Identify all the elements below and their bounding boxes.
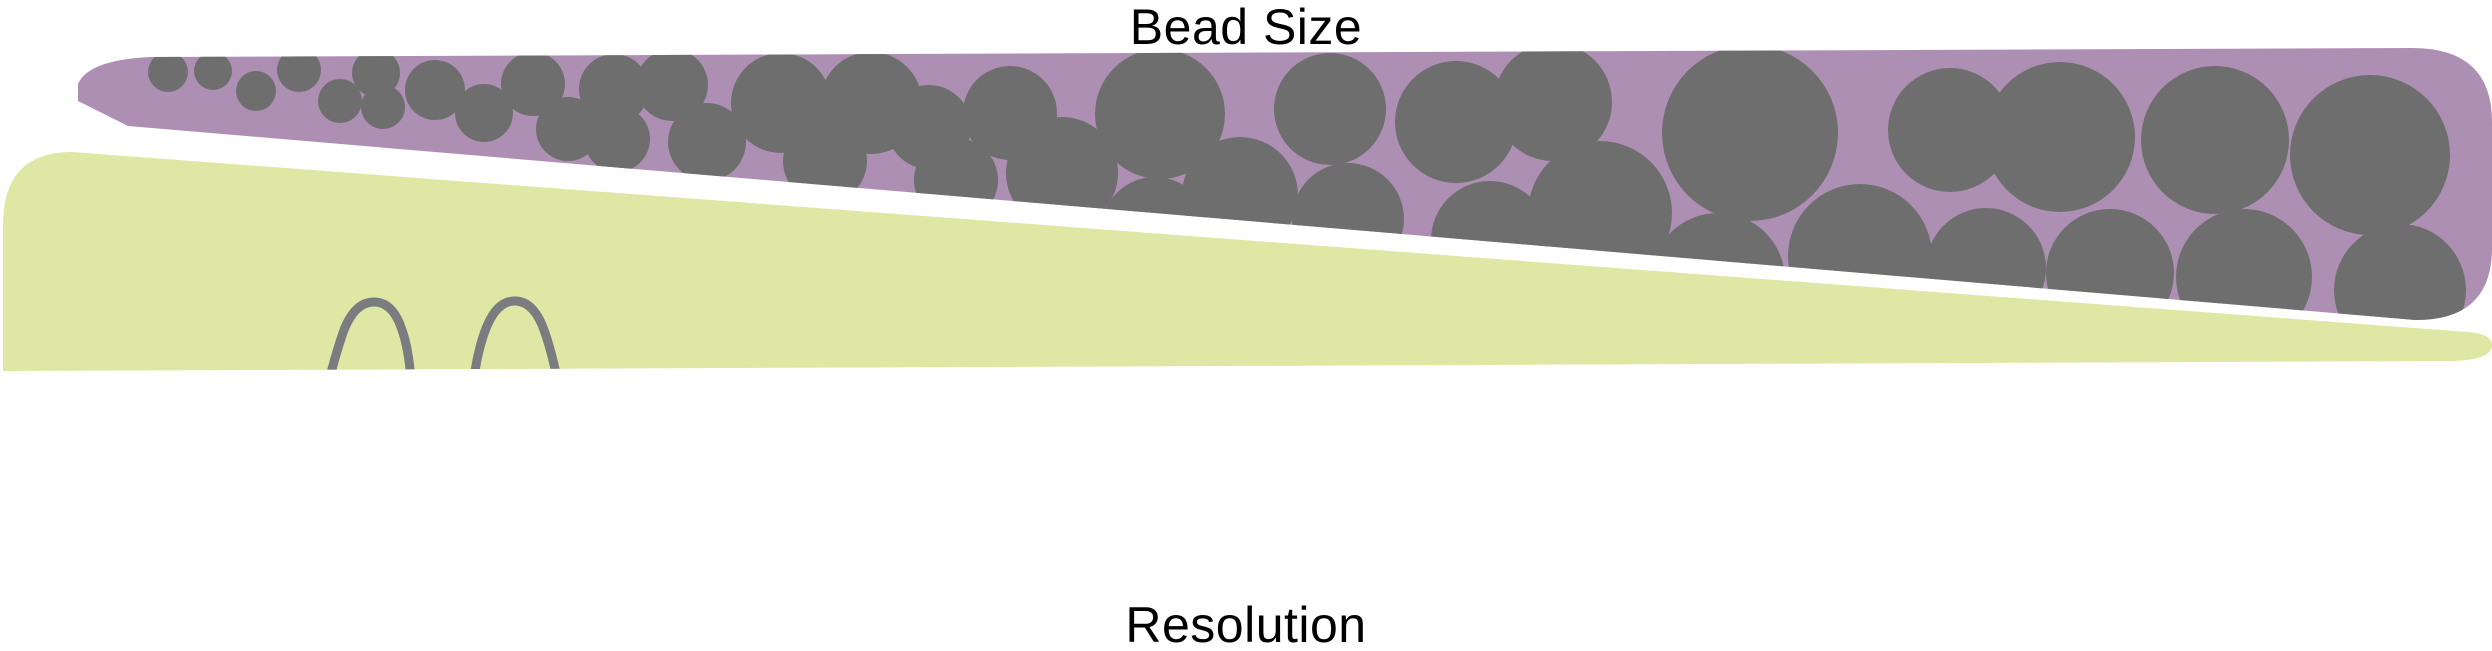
bead [668, 103, 746, 181]
chromatogram-partial [934, 388, 1278, 499]
bead [1182, 137, 1298, 253]
chromatogram-layer [223, 296, 1958, 554]
bead [1888, 68, 2012, 192]
bead [579, 54, 649, 124]
resolution-band [3, 152, 2492, 371]
chromatogram-trace [934, 388, 1278, 499]
bead [352, 49, 400, 97]
bead [1395, 61, 1517, 183]
bead [1494, 48, 1612, 161]
page-title-resolution: Resolution [1125, 597, 1367, 651]
analyte-navy-icon [1018, 417, 1083, 492]
bead [236, 71, 276, 111]
bead [1095, 49, 1225, 179]
bead-size-band-group [78, 48, 2492, 320]
bead [2141, 66, 2289, 214]
analyte-navy-icon [324, 369, 395, 448]
bead [1006, 117, 1118, 229]
analyte-purple-icon [479, 400, 527, 449]
analyte-navy-icon [1674, 438, 1735, 509]
bead [194, 52, 232, 90]
bead [1662, 48, 1838, 221]
chromatogram-trace [223, 296, 660, 371]
bead [2334, 224, 2466, 320]
bead [1985, 62, 2135, 212]
bead [2290, 75, 2450, 235]
resolution-band-group [3, 152, 2492, 554]
bead [636, 49, 708, 121]
bead [405, 60, 465, 120]
chromatogram-resolved [223, 296, 660, 449]
bead [277, 48, 321, 92]
analyte-purple-icon [1084, 435, 1132, 484]
bead [584, 106, 650, 172]
bead [501, 52, 565, 116]
bead [536, 97, 600, 161]
bead [455, 84, 513, 142]
chromatogram-trace [1575, 417, 1958, 547]
bead [1274, 53, 1386, 165]
page-title-bead-size: Bead Size [1129, 0, 1363, 55]
analyte-purple-icon [1688, 505, 1736, 554]
bead-pack-layer [148, 48, 2466, 320]
chromatogram-unresolved [1575, 417, 1958, 554]
bead [148, 52, 188, 92]
bead [318, 79, 362, 123]
